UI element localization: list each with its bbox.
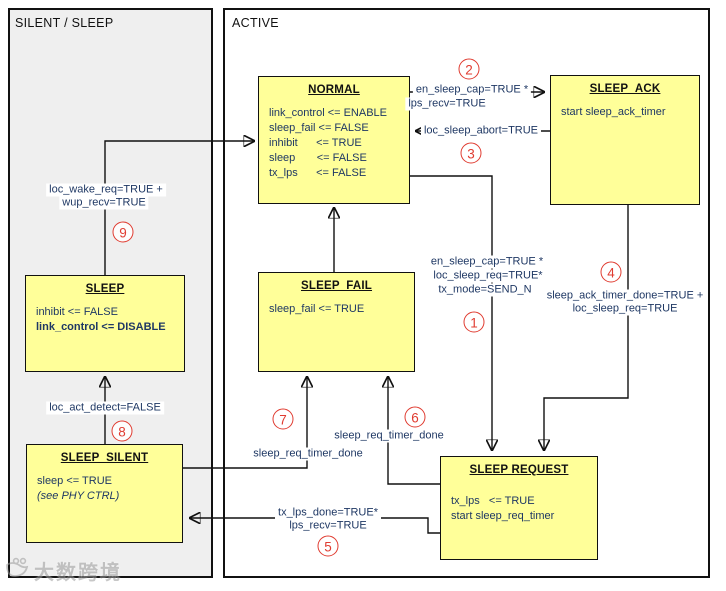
state-line: (see PHY CTRL): [37, 490, 120, 502]
transition-t8-number: 8: [111, 420, 133, 442]
transition-t9-label-1: loc_wake_req=TRUE +: [46, 183, 166, 197]
transition-t7-label: sleep_req_timer_done: [250, 447, 366, 461]
state-line: tx_lps <= FALSE: [269, 167, 367, 179]
transition-t2-label-1: en_sleep_cap=TRUE *: [412, 83, 532, 97]
state-sleep-title: SLEEP: [85, 283, 125, 295]
transition-t4-number: 4: [600, 261, 622, 283]
transition-t6-number: 6: [404, 406, 426, 428]
transition-t5-label-2: lps_recv=TRUE: [286, 519, 370, 533]
transition-t1-label-3: tx_mode=SEND_N: [435, 283, 535, 297]
state-line: start sleep_req_timer: [451, 510, 555, 522]
state-line: inhibit <= FALSE: [36, 306, 118, 318]
transition-t8-label: loc_act_detect=FALSE: [46, 401, 164, 415]
transition-t4-label-1: sleep_ack_timer_done=TRUE +: [543, 289, 707, 303]
state-line: sleep <= TRUE: [37, 475, 113, 487]
watermark-text: 大数跨境: [34, 562, 122, 584]
state-sleep-fail: SLEEP_FAIL sleep_fail <= TRUE: [258, 272, 415, 372]
state-line: sleep_fail <= FALSE: [269, 122, 369, 134]
state-line: sleep <= FALSE: [269, 152, 367, 164]
panel-active-label: ACTIVE: [232, 16, 279, 30]
state-sleep-request: SLEEP REQUEST tx_lps <= TRUE start sleep…: [440, 456, 598, 560]
state-sleep-request-title: SLEEP REQUEST: [469, 464, 569, 476]
state-line: start sleep_ack_timer: [561, 106, 666, 118]
transition-t7-number: 7: [272, 408, 294, 430]
state-sleep-silent-title: SLEEP_SILENT: [60, 452, 149, 464]
arrow-t7-sleepsilent-to-sleepfail: [183, 377, 307, 469]
transition-t3-number: 3: [460, 142, 482, 164]
state-line: inhibit <= TRUE: [269, 137, 362, 149]
state-line: sleep_fail <= TRUE: [269, 303, 365, 315]
arrow-t1-normal-to-sleeprequest: [410, 175, 492, 450]
watermark: 大数跨境: [4, 556, 122, 585]
arrow-t4-sleepack-to-sleeprequest: [544, 205, 629, 450]
transition-t3-label: loc_sleep_abort=TRUE: [420, 124, 542, 138]
state-line: link_control <= ENABLE: [269, 107, 388, 119]
arrow-t6-sleeprequest-to-sleepfail: [388, 377, 440, 485]
state-sleep-silent: SLEEP_SILENT sleep <= TRUE (see PHY CTRL…: [26, 444, 183, 543]
transition-t9-number: 9: [112, 221, 134, 243]
state-line: tx_lps <= TRUE: [451, 495, 535, 507]
transition-t2-number: 2: [458, 58, 480, 80]
transition-t6-label: sleep_req_timer_done: [331, 429, 447, 443]
panel-silent-sleep-label: SILENT / SLEEP: [15, 16, 114, 30]
transition-t5-number: 5: [317, 535, 339, 557]
watermark-logo-icon: [4, 557, 30, 585]
arrow-t9-sleep-to-normal: [104, 141, 254, 275]
transition-t1-number: 1: [463, 311, 485, 333]
state-normal-title: NORMAL: [308, 84, 360, 96]
transition-t4-label-2: loc_sleep_req=TRUE: [569, 302, 681, 316]
state-normal: NORMAL link_control <= ENABLE sleep_fail…: [258, 76, 410, 204]
transition-t2-label-2: lps_recv=TRUE: [405, 97, 489, 111]
state-sleep-fail-title: SLEEP_FAIL: [300, 280, 373, 292]
state-line: link_control <= DISABLE: [36, 321, 166, 333]
transition-t5-label-1: tx_lps_done=TRUE*: [275, 506, 381, 520]
state-sleep-ack-title: SLEEP_ACK: [589, 83, 661, 95]
transition-t1-label-2: loc_sleep_req=TRUE*: [430, 269, 546, 283]
transition-t1-label-1: en_sleep_cap=TRUE *: [427, 255, 547, 269]
state-sleep: SLEEP inhibit <= FALSE link_control <= D…: [25, 275, 185, 372]
state-sleep-ack: SLEEP_ACK start sleep_ack_timer: [550, 75, 700, 205]
transition-t9-label-2: wup_recv=TRUE: [59, 196, 149, 210]
